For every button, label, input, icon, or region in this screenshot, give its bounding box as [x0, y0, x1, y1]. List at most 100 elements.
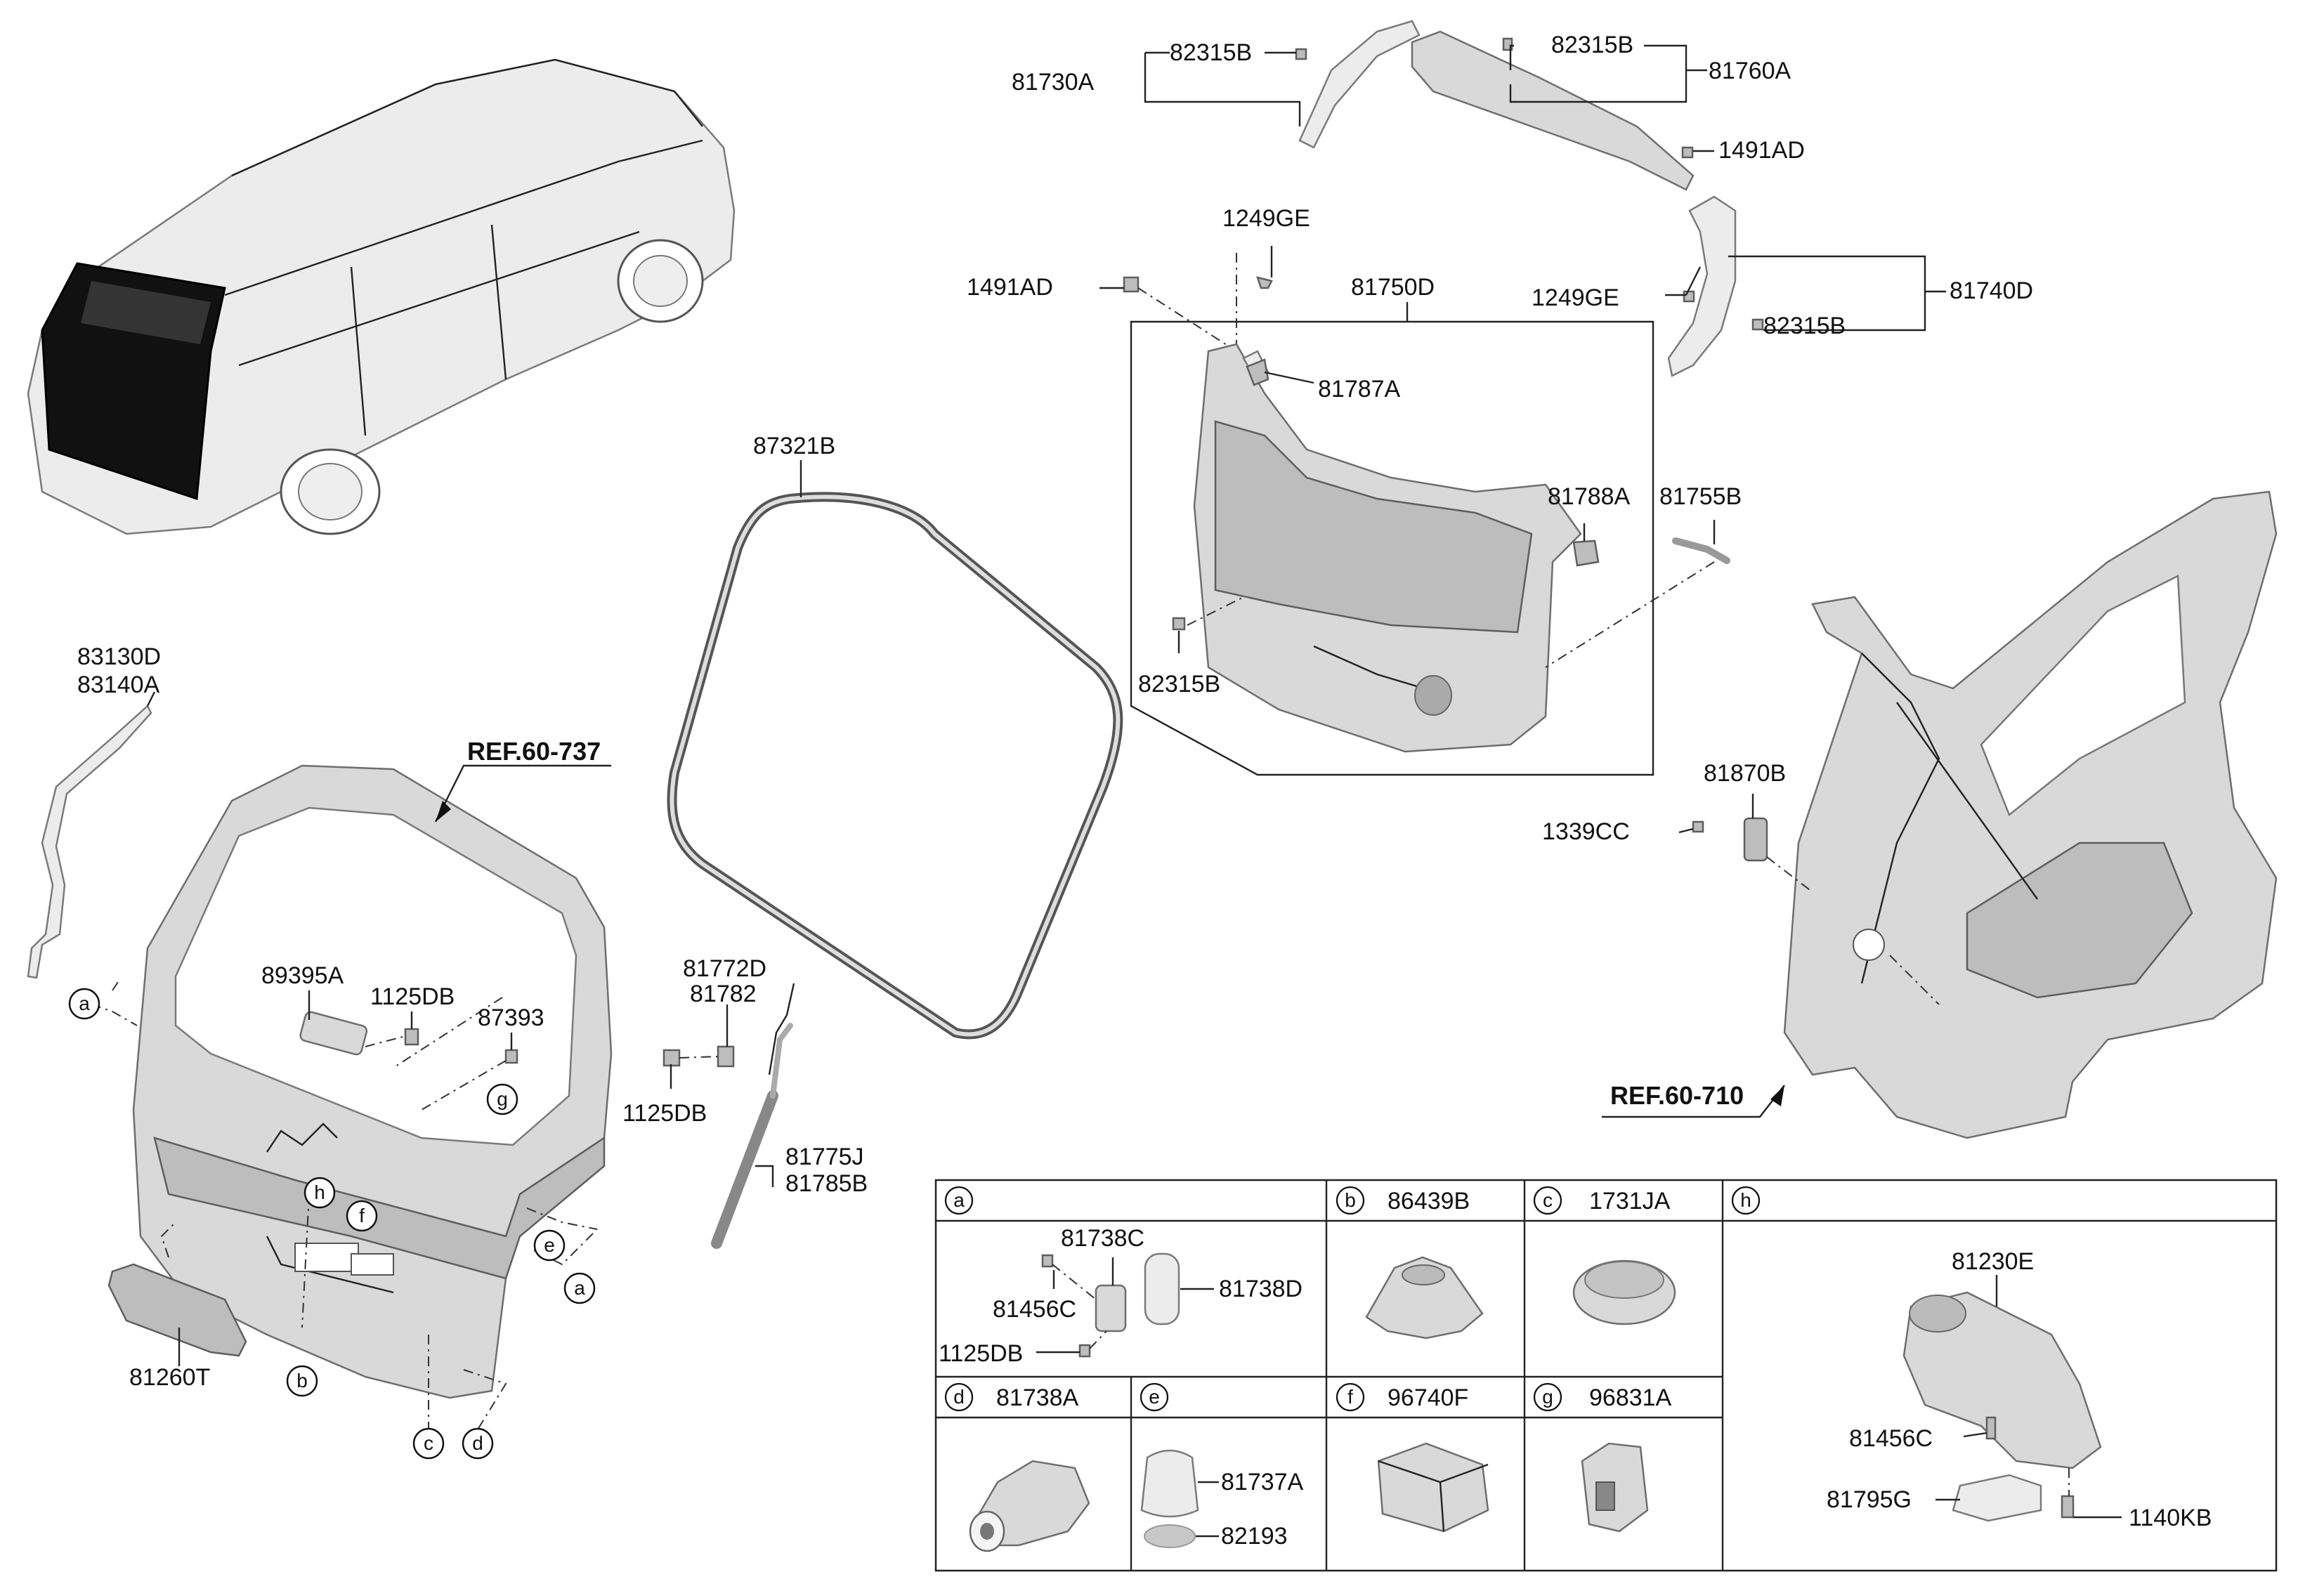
- part-label: 81750D: [1351, 274, 1435, 301]
- bolt-part: [404, 1028, 419, 1046]
- svg-text:e: e: [1149, 1386, 1160, 1408]
- part-label: 1249GE: [1222, 205, 1310, 232]
- table-part-number: 81738A: [996, 1384, 1079, 1411]
- weatherstrip-87321b-part: [667, 492, 1123, 1040]
- table-part-number: 1731JA: [1589, 1188, 1671, 1214]
- svg-text:c: c: [424, 1432, 433, 1454]
- part-label: 81870B: [1704, 760, 1786, 787]
- part-label: 1491AD: [1718, 137, 1805, 164]
- part-label: 1249GE: [1532, 284, 1619, 311]
- part-label: 81730A: [1012, 69, 1095, 96]
- part-label: 83140A: [77, 672, 160, 698]
- table-header-d: d 81738A: [944, 1382, 1079, 1412]
- bumper-86439b-part: [1365, 1256, 1484, 1340]
- table-header-b: b 86439B: [1336, 1186, 1470, 1215]
- bracket-89395a-part: [299, 1011, 368, 1056]
- table-item-label: 81738C: [1061, 1225, 1144, 1252]
- ref-label: REF.60-710: [1610, 1081, 1744, 1110]
- table-header-c: c 1731JA: [1533, 1186, 1671, 1215]
- part-label: 81260T: [129, 1364, 210, 1391]
- part-label: 1125DB: [622, 1100, 707, 1127]
- strip-81755b-part: [1672, 537, 1730, 564]
- svg-text:a: a: [574, 1277, 585, 1299]
- part-label: 81772D: [683, 955, 766, 982]
- bolt-part: [662, 1049, 681, 1067]
- table-part-number: 86439B: [1388, 1188, 1470, 1214]
- part-label: 82315B: [1551, 32, 1633, 58]
- pad-82193-part: [1144, 1524, 1196, 1548]
- trim-81740d-part: [1667, 195, 1737, 377]
- wiper-strip-part: [27, 704, 152, 979]
- callout-marker-d: d: [462, 1427, 494, 1460]
- table-item-label: 81738D: [1219, 1276, 1303, 1302]
- part-label: 82315B: [1138, 671, 1220, 698]
- bracket-81870b-part: [1743, 817, 1768, 862]
- part-label: 87393: [478, 1004, 544, 1031]
- gas-strut-part: [711, 1090, 778, 1249]
- callout-marker-f: f: [346, 1200, 378, 1232]
- svg-text:a: a: [953, 1189, 965, 1211]
- table-item-label: 81456C: [1849, 1425, 1933, 1452]
- callout-marker-e: e: [533, 1229, 566, 1262]
- table-part-number: 96740F: [1388, 1384, 1468, 1411]
- part-label: 1339CC: [1542, 818, 1630, 845]
- body-side-frame: [1783, 490, 2278, 1139]
- part-label: 83130D: [77, 643, 161, 670]
- clip-81787a-part: [1246, 358, 1269, 386]
- svg-text:g: g: [1542, 1386, 1553, 1408]
- part-label: 89395A: [261, 962, 344, 989]
- clip-81788a-part: [1572, 539, 1600, 567]
- svg-text:a: a: [79, 993, 90, 1014]
- table-part-number: 96831A: [1589, 1384, 1672, 1411]
- svg-text:e: e: [544, 1234, 555, 1256]
- svg-text:f: f: [359, 1205, 365, 1226]
- part-label: 81775J: [785, 1144, 864, 1170]
- callout-marker-c: c: [412, 1427, 445, 1460]
- part-label: 81788A: [1548, 483, 1631, 510]
- trim-81760a-part: [1411, 30, 1695, 191]
- part-label: 81740D: [1950, 277, 2033, 304]
- switch-96740f-part: [1377, 1442, 1489, 1533]
- svg-text:c: c: [1543, 1189, 1553, 1211]
- strut-bracket-part: [717, 1045, 735, 1068]
- group-frame-81750d: [1130, 320, 1654, 776]
- latch-cover-part: [1144, 1252, 1180, 1325]
- callout-marker-a: a: [68, 988, 100, 1020]
- part-label: 81787A: [1318, 376, 1401, 402]
- part-label: 82315B: [1763, 313, 1846, 339]
- part-label: 81760A: [1709, 58, 1791, 84]
- table-header-a: a: [944, 1186, 974, 1215]
- part-label: 1125DB: [370, 983, 455, 1010]
- table-item-label: 81737A: [1221, 1469, 1304, 1495]
- part-label: 81755B: [1659, 483, 1742, 510]
- part-label: 1491AD: [967, 274, 1053, 301]
- part-label: 81785B: [785, 1170, 868, 1197]
- bracket-81795g-part: [1952, 1474, 2042, 1522]
- table-header-h: h: [1731, 1186, 1761, 1215]
- callout-marker-b: b: [286, 1365, 318, 1397]
- table-header-g: g 96831A: [1533, 1382, 1672, 1412]
- garnish-81260t-part: [107, 1263, 247, 1357]
- svg-text:b: b: [1345, 1189, 1356, 1211]
- bolt-part: [504, 1049, 518, 1064]
- stopper-81737a-part: [1140, 1449, 1199, 1518]
- table-item-label: 81456C: [993, 1296, 1076, 1323]
- tailgate-panel: [132, 764, 613, 1399]
- svg-text:h: h: [1740, 1189, 1751, 1211]
- callout-marker-a: a: [563, 1272, 596, 1304]
- table-item-label: 81230E: [1952, 1248, 2034, 1275]
- svg-text:f: f: [1347, 1386, 1353, 1408]
- svg-text:d: d: [953, 1386, 965, 1408]
- detail-table: [934, 1179, 2278, 1572]
- svg-text:g: g: [497, 1088, 508, 1110]
- vehicle-overview: [27, 58, 736, 535]
- table-header-f: f 96740F: [1336, 1382, 1468, 1412]
- table-item-label: 1125DB: [939, 1340, 1023, 1367]
- svg-text:h: h: [314, 1181, 325, 1203]
- svg-text:d: d: [472, 1432, 483, 1454]
- callout-marker-g: g: [486, 1083, 518, 1115]
- callout-marker-h: h: [303, 1177, 336, 1209]
- ref-label: REF.60-737: [467, 737, 601, 766]
- table-item-label: 82193: [1221, 1523, 1288, 1550]
